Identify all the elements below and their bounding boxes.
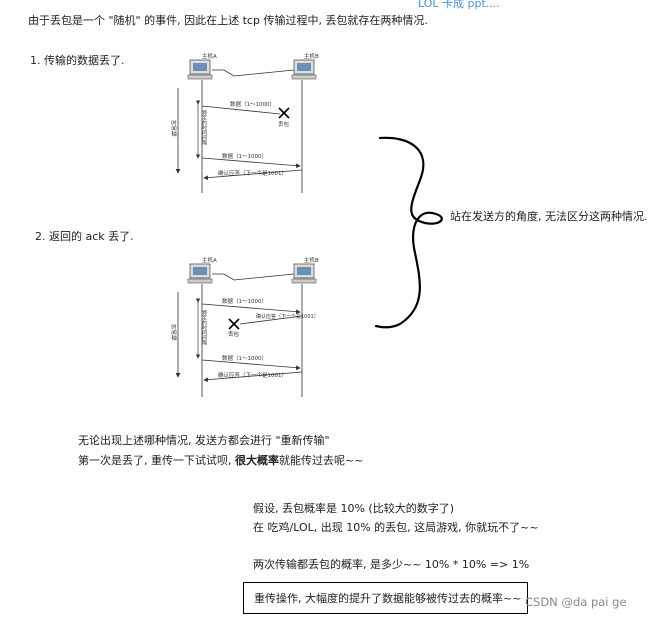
- resend-line-1: 无论出现上述哪种情况, 发送方都会进行 "重新传输": [78, 432, 330, 448]
- host-a-label: 主机A: [202, 52, 217, 60]
- computer-b-icon: [292, 264, 316, 283]
- prob-line-2: 在 吃鸡/LOL, 出现 10% 的丢包, 这局游戏, 你就玩不了~~: [253, 519, 539, 535]
- data-retry-label: 数据（1～1000）: [222, 354, 267, 362]
- ack-label: 确认应答（下一个是1001）: [218, 371, 287, 379]
- network-link: [212, 70, 294, 76]
- time-axis-label: 时间轴: [170, 323, 177, 342]
- ack-lost-label: 确认应答（下一个是1001）: [256, 313, 319, 320]
- prob-line-3: 两次传输都丢包的概率, 是多少~~ 10% * 10% => 1%: [253, 556, 529, 572]
- timeout-label: 特定的时间间隔: [201, 109, 207, 146]
- conclusion-box: 重传操作, 大幅度的提升了数据能够被传过去的概率~~: [243, 582, 528, 614]
- diagram-ack-lost: 主机A 主机B 时间轴 特定的时间间隔 数据（1～1000） 确认应答（下一个是…: [170, 252, 340, 400]
- network-link: [212, 274, 294, 280]
- host-b-label: 主机B: [304, 52, 319, 60]
- diagram-data-lost: 主机A 主机B 时间轴 特定的时间间隔 数据（1～1000） 丢包 数据（1～1…: [170, 48, 340, 196]
- resend-line-2-prefix: 第一次是丢了, 重传一下试试呗,: [78, 454, 235, 467]
- resend-line-2-bold: 很大概率: [235, 454, 279, 467]
- data-arrow: [202, 304, 300, 312]
- resend-line-2-suffix: 就能传过去呢~~: [279, 454, 363, 467]
- host-a-label: 主机A: [202, 256, 217, 264]
- lost-x-icon: [229, 319, 239, 329]
- conclusion-text: 重传操作, 大幅度的提升了数据能够被传过去的概率~~: [254, 592, 521, 605]
- ack-label: 确认应答（下一个是1001）: [218, 169, 287, 177]
- timeout-label: 特定的时间间隔: [201, 309, 207, 346]
- computer-a-icon: [188, 264, 212, 283]
- brace-note: 站在发送方的角度, 无法区分这两种情况.: [450, 208, 648, 224]
- curly-brace-drawing: [370, 128, 450, 338]
- prob-line-1: 假设, 丢包概率是 10% (比较大的数字了): [253, 500, 454, 516]
- time-axis-label: 时间轴: [170, 119, 177, 138]
- data-retry-label: 数据（1～1000）: [222, 152, 267, 160]
- computer-a-icon: [188, 60, 212, 79]
- data-label: 数据（1～1000）: [230, 100, 275, 108]
- top-link[interactable]: LOL 卡成 ppt....: [418, 0, 500, 11]
- computer-b-icon: [292, 60, 316, 79]
- host-b-label: 主机B: [304, 256, 319, 264]
- lost-label: 丢包: [278, 120, 290, 128]
- csdn-watermark: CSDN @da pai ge: [525, 595, 627, 609]
- lost-label: 丢包: [228, 330, 240, 338]
- case2-label: 2. 返回的 ack 丢了.: [35, 228, 134, 244]
- lost-x-icon: [279, 108, 289, 118]
- resend-line-2: 第一次是丢了, 重传一下试试呗, 很大概率就能传过去呢~~: [78, 452, 363, 468]
- case1-label: 1. 传输的数据丢了.: [30, 52, 125, 68]
- intro-text: 由于丢包是一个 "随机" 的事件, 因此在上述 tcp 传输过程中, 丢包就存在…: [28, 12, 428, 28]
- data-label: 数据（1～1000）: [222, 297, 267, 305]
